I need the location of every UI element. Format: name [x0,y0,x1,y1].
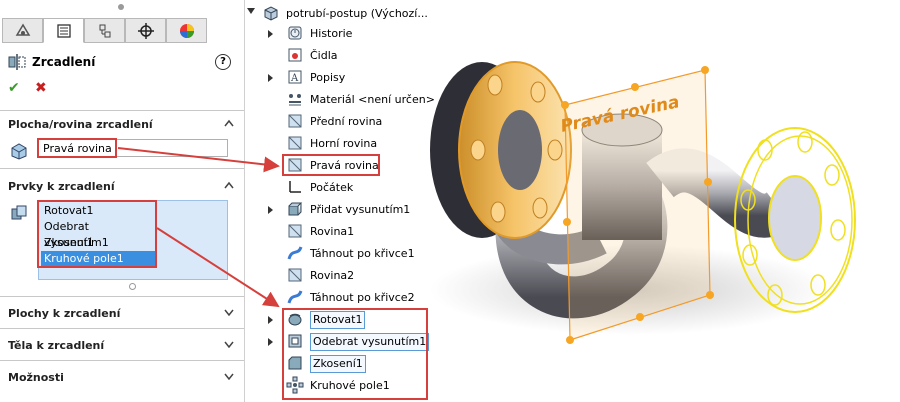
tree-item-label: Pravá rovina [310,159,379,172]
sweep-icon [287,290,303,304]
tree-item-label: Kruhové pole1 [310,379,390,392]
plane-icon [288,224,302,238]
face-plane-icon [11,143,27,160]
tree-item-label: Táhnout po křivce1 [310,247,415,260]
circular-pattern-icon [286,376,304,394]
boss-extrude-icon [288,202,303,216]
divider [0,360,244,361]
list-item[interactable]: Kruhové pole1 [41,251,156,267]
section-label: Prvky k zrcadlení [8,180,115,193]
list-item[interactable]: Odebrat vysunutím1 [44,220,109,249]
tree-item-label: Horní rovina [310,137,378,150]
display-manager-icon [179,23,194,38]
chamfer-icon [288,356,302,370]
revolve-icon [288,313,302,326]
tree-item-label: Táhnout po křivce2 [310,291,415,304]
property-manager-icon [56,23,71,38]
plane-icon [288,136,302,150]
history-icon [288,26,302,40]
tree-item-label: Popisy [310,71,346,84]
tree-item-label: Rovina1 [310,225,355,238]
section-label: Těla k zrcadlení [8,339,105,352]
highlight-plane [37,138,117,158]
sensor-icon [288,48,302,62]
chevron-up-icon[interactable] [224,181,234,189]
feature-manager-icon [15,23,30,36]
features-icon [11,205,27,220]
panel-grip[interactable] [118,4,124,10]
plane-icon [288,114,302,128]
list-item[interactable]: Rotovat1 [44,204,94,217]
highlight-right-plane [282,154,380,176]
tree-item-label: Čidla [310,49,338,62]
tree-item-label: Přidat vysunutím1 [310,203,411,216]
section-mirror-bodies[interactable]: Těla k zrcadlení [0,336,244,356]
chevron-down-icon[interactable] [224,308,234,316]
ok-button[interactable]: ✔ [8,80,20,96]
chevron-down-icon[interactable] [224,340,234,348]
divider [0,296,244,297]
cancel-button[interactable]: ✖ [35,80,47,96]
divider [0,168,244,169]
section-label: Plochy k zrcadlení [8,307,121,320]
tree-item-label: Rovina2 [310,269,355,282]
section-options[interactable]: Možnosti [0,368,244,388]
expand-arrow-icon[interactable] [268,206,273,214]
plane-icon [288,268,302,282]
configuration-manager-icon [99,24,110,37]
mirror-icon [8,54,26,70]
collapse-arrow-icon[interactable] [247,8,255,14]
expand-arrow-icon[interactable] [268,74,273,82]
annotations-icon: A [288,70,302,84]
highlight-features [37,200,157,268]
sweep-icon [287,246,303,260]
section-mirror-plane[interactable]: Plocha/rovina zrcadlení [0,115,244,135]
tree-item-label: Rotovat1 [310,311,366,329]
tree-root-label: potrubí-postup (Výchozí... [286,7,428,20]
material-icon [289,94,301,106]
dimxpert-tab[interactable] [125,18,166,43]
divider [0,110,244,111]
feature-manager-tab[interactable] [2,18,43,43]
plane-icon [288,158,302,172]
section-label: Možnosti [8,371,64,384]
expand-arrow-icon[interactable] [268,338,273,346]
configuration-manager-tab[interactable] [84,18,125,43]
feature-title: Zrcadlení [32,55,96,69]
section-mirror-features[interactable]: Prvky k zrcadlení [0,177,244,197]
tree-item-label: Odebrat vysunutím1 [310,333,430,351]
feature-title-row: Zrcadlení ? [0,50,244,74]
part-icon [264,6,278,21]
chevron-up-icon[interactable] [224,119,234,127]
display-manager-tab[interactable] [166,18,207,43]
divider [0,328,244,329]
tree-item-label: Zkosení1 [310,355,366,373]
tree-item-label: Materiál <není určen> [310,93,435,106]
manager-tabs [0,18,244,44]
expand-arrow-icon[interactable] [268,316,273,324]
chevron-down-icon[interactable] [224,372,234,380]
tree-item-label: Přední rovina [310,115,383,128]
property-manager-tab[interactable] [43,18,84,43]
list-resize-handle[interactable] [129,283,136,290]
cut-extrude-icon [288,334,302,348]
highlight-mirror-features [282,308,428,400]
svg-text:A: A [290,73,299,84]
origin-icon [289,181,301,193]
tree-item-label: Historie [310,27,353,40]
expand-arrow-icon[interactable] [268,30,273,38]
model-viewport[interactable]: Pravá rovina [420,40,900,402]
dimxpert-icon [137,22,154,39]
section-mirror-faces[interactable]: Plochy k zrcadlení [0,304,244,324]
tree-item-label: Počátek [310,181,354,194]
mirror-plane-value: Pravá rovina [43,142,112,155]
section-label: Plocha/rovina zrcadlení [8,118,153,131]
help-button[interactable]: ? [215,54,231,70]
list-item[interactable]: Zkosení1 [44,236,94,249]
